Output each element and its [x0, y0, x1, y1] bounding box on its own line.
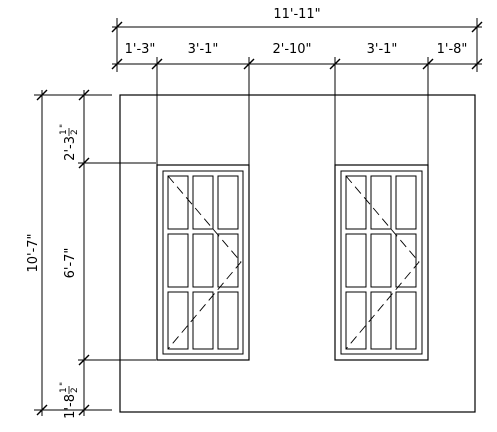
- top-dimensions: [111, 18, 483, 165]
- top-segment-1-label: 1'-3": [125, 42, 156, 57]
- left-window: [156, 164, 250, 361]
- svg-text:1: 1: [59, 387, 69, 393]
- left-segment-3-label: 1'-8 1 2 ": [59, 382, 80, 419]
- svg-text:": ": [59, 382, 69, 386]
- wall-outline: [119, 94, 476, 413]
- left-window-frame: [156, 164, 250, 361]
- top-segment-4-label: 3'-1": [367, 42, 398, 57]
- left-dimensions: [34, 89, 156, 416]
- left-window-lites: [167, 175, 239, 350]
- left-segment-2-label: 6'-7": [63, 248, 78, 279]
- right-window-swing-indicator: [345, 175, 420, 350]
- left-segment-1-label: 2'-3 1 2 ": [59, 124, 80, 161]
- left-window-swing-indicator: [167, 175, 242, 350]
- svg-text:2'-3: 2'-3: [63, 136, 78, 161]
- right-window-sash: [340, 170, 423, 355]
- svg-text:2: 2: [70, 387, 80, 393]
- svg-text:1: 1: [59, 129, 69, 135]
- top-segment-2-label: 3'-1": [188, 42, 219, 57]
- top-segment-3-label: 2'-10": [272, 42, 311, 57]
- right-window: [334, 164, 429, 361]
- svg-text:": ": [59, 124, 69, 128]
- overall-width-label: 11'-11": [273, 7, 320, 22]
- overall-height-label: 10'-7": [26, 233, 41, 272]
- left-window-sash: [162, 170, 244, 355]
- svg-text:1'-8: 1'-8: [63, 394, 78, 419]
- svg-text:2: 2: [70, 129, 80, 135]
- right-window-frame: [334, 164, 429, 361]
- right-window-lites: [345, 175, 417, 350]
- top-segment-5-label: 1'-8": [437, 42, 468, 57]
